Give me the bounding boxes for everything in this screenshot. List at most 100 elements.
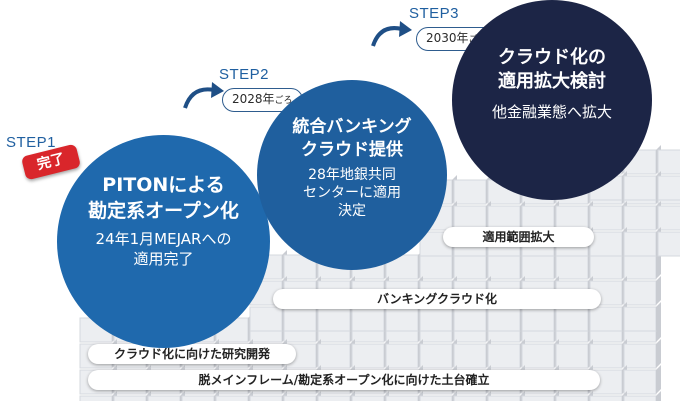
bar-scope-expansion: 適用範囲拡大 (443, 227, 594, 247)
step2-description: 28年地銀共同 センターに適用 決定 (303, 166, 401, 221)
bar-cloud-research: クラウド化に向けた研究開発 (88, 344, 296, 364)
block-cube-side (656, 365, 661, 394)
block-cube (385, 395, 419, 401)
step3-title-line1: クラウド化の (498, 47, 606, 68)
step1-desc-line2: 適用完了 (133, 249, 194, 268)
block-cube (453, 343, 487, 369)
step2-year-suffix: ごろ (274, 96, 293, 106)
block-cube (385, 306, 419, 332)
block-cube (657, 175, 680, 201)
step2-year: 2028年 (232, 92, 275, 106)
step1-description: 24年1月MEJARへの 適用完了 (96, 230, 232, 269)
block-cube (623, 343, 657, 369)
block-cube (555, 205, 589, 231)
block-cube (623, 395, 657, 401)
block-cube (623, 205, 657, 231)
step1-circle: PITONによる 勘定系オープン化 24年1月MEJARへの 適用完了 (57, 135, 270, 348)
block-cube (657, 231, 680, 257)
block-cube (521, 343, 555, 369)
step2-title-line1: 統合バンキング (292, 117, 412, 137)
step2-circle: 統合バンキング クラウド提供 28年地銀共同 センターに適用 決定 (257, 80, 447, 270)
block-cube (351, 343, 385, 369)
step1-title-line2: 勘定系オープン化 (88, 199, 239, 222)
bar-foundation: 脱メインフレーム/勘定系オープン化に向けた土台確立 (88, 370, 600, 390)
block-cube (521, 254, 555, 280)
block-cube (487, 395, 521, 401)
block-cube (317, 395, 351, 401)
block-cube-side (656, 250, 661, 279)
block-cube (419, 254, 453, 280)
block-cube (623, 306, 657, 332)
step2-title: 統合バンキング クラウド提供 (292, 116, 411, 162)
step3-title-line2: 適用拡大検討 (498, 71, 606, 93)
block-cube (79, 395, 113, 401)
block-cube (317, 343, 351, 369)
step2-label: STEP2 (219, 66, 270, 83)
block-cube (487, 254, 521, 280)
block-cube (351, 306, 385, 332)
block-cube (283, 306, 317, 332)
block-cube (589, 205, 623, 231)
arrowhead-1-icon (211, 82, 224, 98)
block-cube (623, 369, 657, 395)
step2-desc-line1: 28年地銀共同 (308, 166, 396, 183)
step3-label: STEP3 (409, 5, 460, 22)
block-cube (589, 254, 623, 280)
block-cube-side (656, 391, 661, 401)
block-cube (657, 149, 680, 175)
arrowhead-2-icon (399, 21, 412, 37)
block-cube (555, 254, 589, 280)
step2-title-line2: クラウド提供 (301, 139, 403, 160)
step-arrows (183, 26, 403, 109)
block-cube (623, 280, 657, 306)
step1-title: PITONによる 勘定系オープン化 (88, 173, 239, 224)
block-cube (521, 306, 555, 332)
block-cube (589, 231, 623, 257)
step2-year-pill: 2028年ごろ (222, 88, 303, 112)
block-cube (555, 343, 589, 369)
block-cube (113, 395, 147, 401)
block-cube (555, 395, 589, 401)
step1-title-line1: PITONによる (102, 174, 225, 196)
block-cube (623, 175, 657, 201)
block-cube (419, 306, 453, 332)
step3-year: 2030年 (426, 31, 469, 45)
block-cube (317, 306, 351, 332)
block-cube-side (656, 302, 661, 331)
block-cube (521, 395, 555, 401)
block-cube (487, 343, 521, 369)
step2-desc-line2: センターに適用 (303, 185, 401, 202)
block-cube (453, 306, 487, 332)
block-cube (147, 395, 181, 401)
step1-desc-line1: 24年1月MEJARへの (95, 230, 232, 249)
block-cube-side (656, 276, 661, 305)
bar-banking-cloud: バンキングクラウド化 (273, 289, 601, 309)
step3-description: 他金融業態へ拡大 (492, 103, 612, 123)
block-cube (283, 395, 317, 401)
block-cube (589, 306, 623, 332)
block-cube (453, 395, 487, 401)
block-cube (249, 395, 283, 401)
block-cube (385, 343, 419, 369)
arrow-step2-to-step3-icon (371, 26, 403, 47)
block-cube (419, 343, 453, 369)
block-cube (623, 231, 657, 257)
block-cube (181, 395, 215, 401)
step3-title: クラウド化の 適用拡大検討 (498, 46, 606, 95)
block-cube (657, 205, 680, 231)
block-cube (589, 343, 623, 369)
block-cube (215, 395, 249, 401)
block-cube (351, 395, 385, 401)
block-cube (453, 179, 487, 205)
step1-label: STEP1 (6, 134, 57, 151)
block-cube (555, 306, 589, 332)
block-cube (453, 254, 487, 280)
block-cube (249, 306, 283, 332)
block-cube (589, 395, 623, 401)
block-cube (623, 254, 657, 280)
step3-circle: クラウド化の 適用拡大検討 他金融業態へ拡大 (452, 0, 652, 200)
block-cube (419, 395, 453, 401)
arrow-step1-to-step2-icon (183, 87, 215, 109)
step2-desc-line3: 決定 (338, 203, 366, 220)
